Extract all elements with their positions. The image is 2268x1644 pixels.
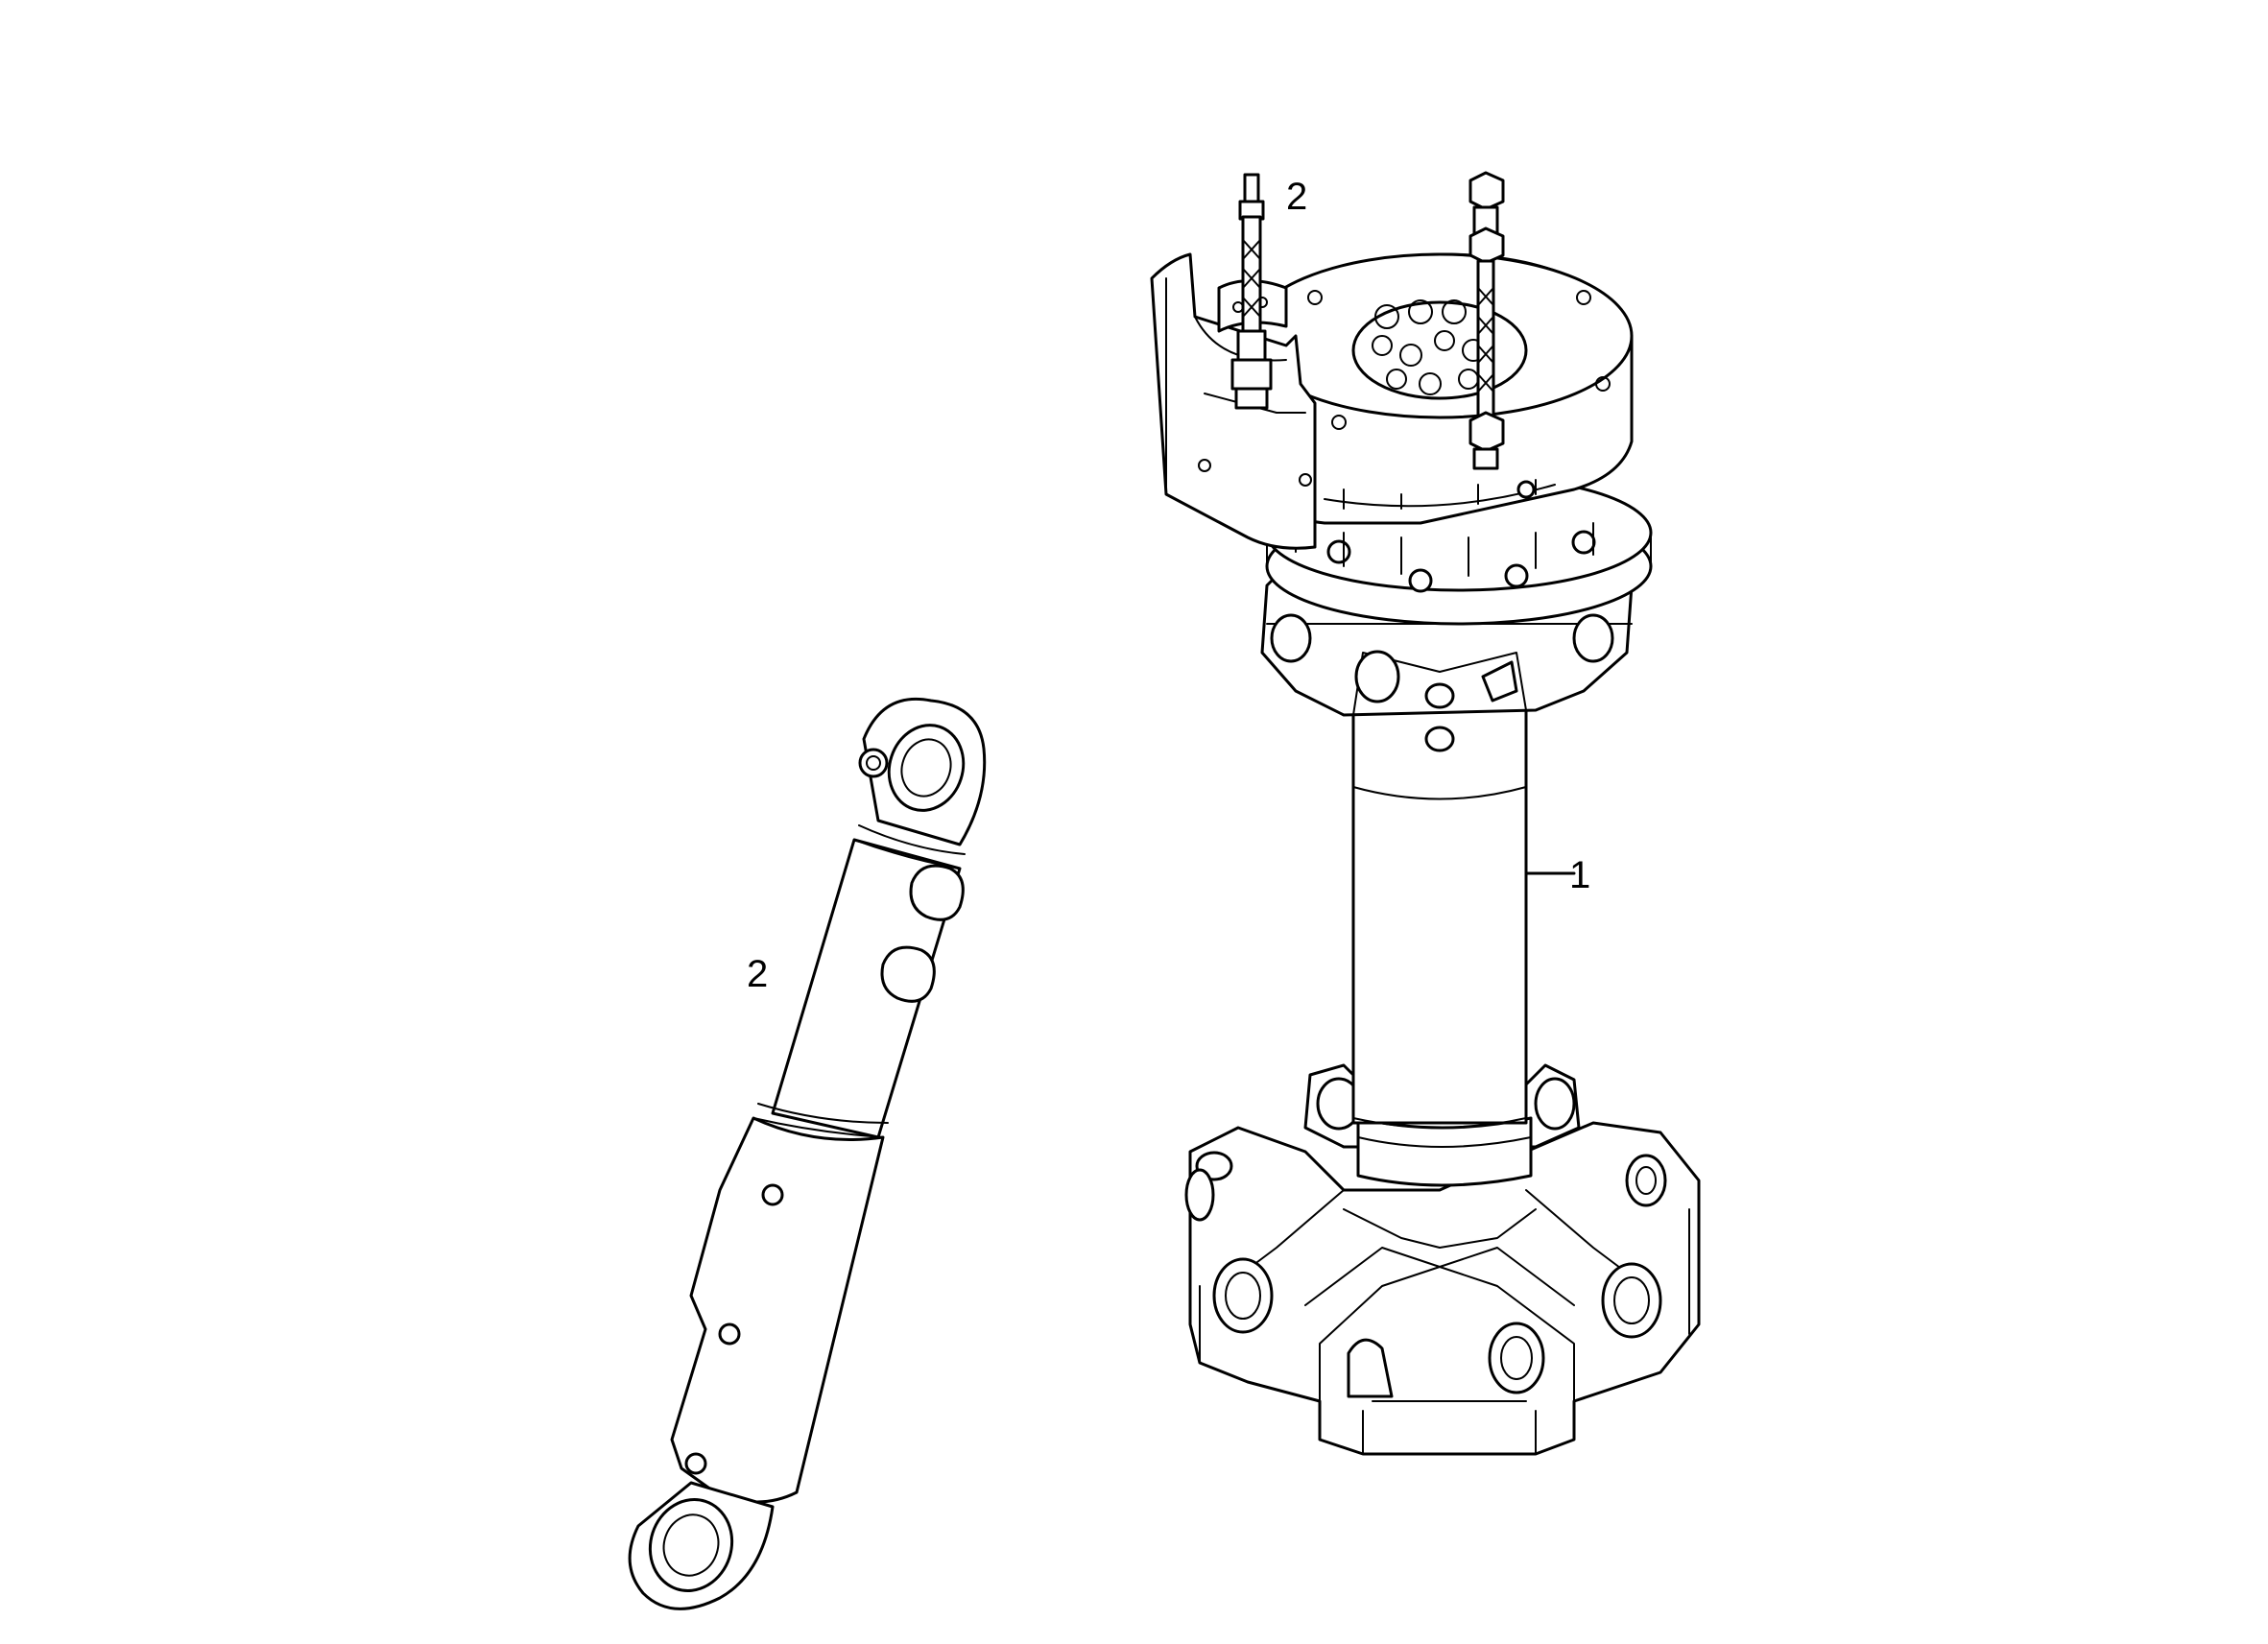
- cylinder-tube: [670, 1103, 889, 1504]
- pillar-column: [1351, 708, 1528, 1129]
- pillar-slew-housing: [1246, 252, 1634, 525]
- pillar-base: [1184, 1121, 1701, 1456]
- hose-right: [1468, 171, 1505, 470]
- slewing-pillar: [1150, 171, 1701, 1456]
- callout-pillar: 1: [1569, 854, 1590, 896]
- hydraulic-cylinder: [628, 697, 987, 1610]
- cylinder-top-eye: [858, 697, 987, 846]
- callout-hose: 2: [1286, 176, 1307, 218]
- hose-guard-bracket: [1150, 252, 1317, 550]
- hose-left: [1230, 173, 1273, 410]
- cylinder-barrel: [771, 824, 966, 1139]
- valve-block: [1351, 299, 1528, 400]
- cylinder-bottom-eye: [628, 1481, 775, 1610]
- callout-cylinder: 2: [747, 953, 768, 995]
